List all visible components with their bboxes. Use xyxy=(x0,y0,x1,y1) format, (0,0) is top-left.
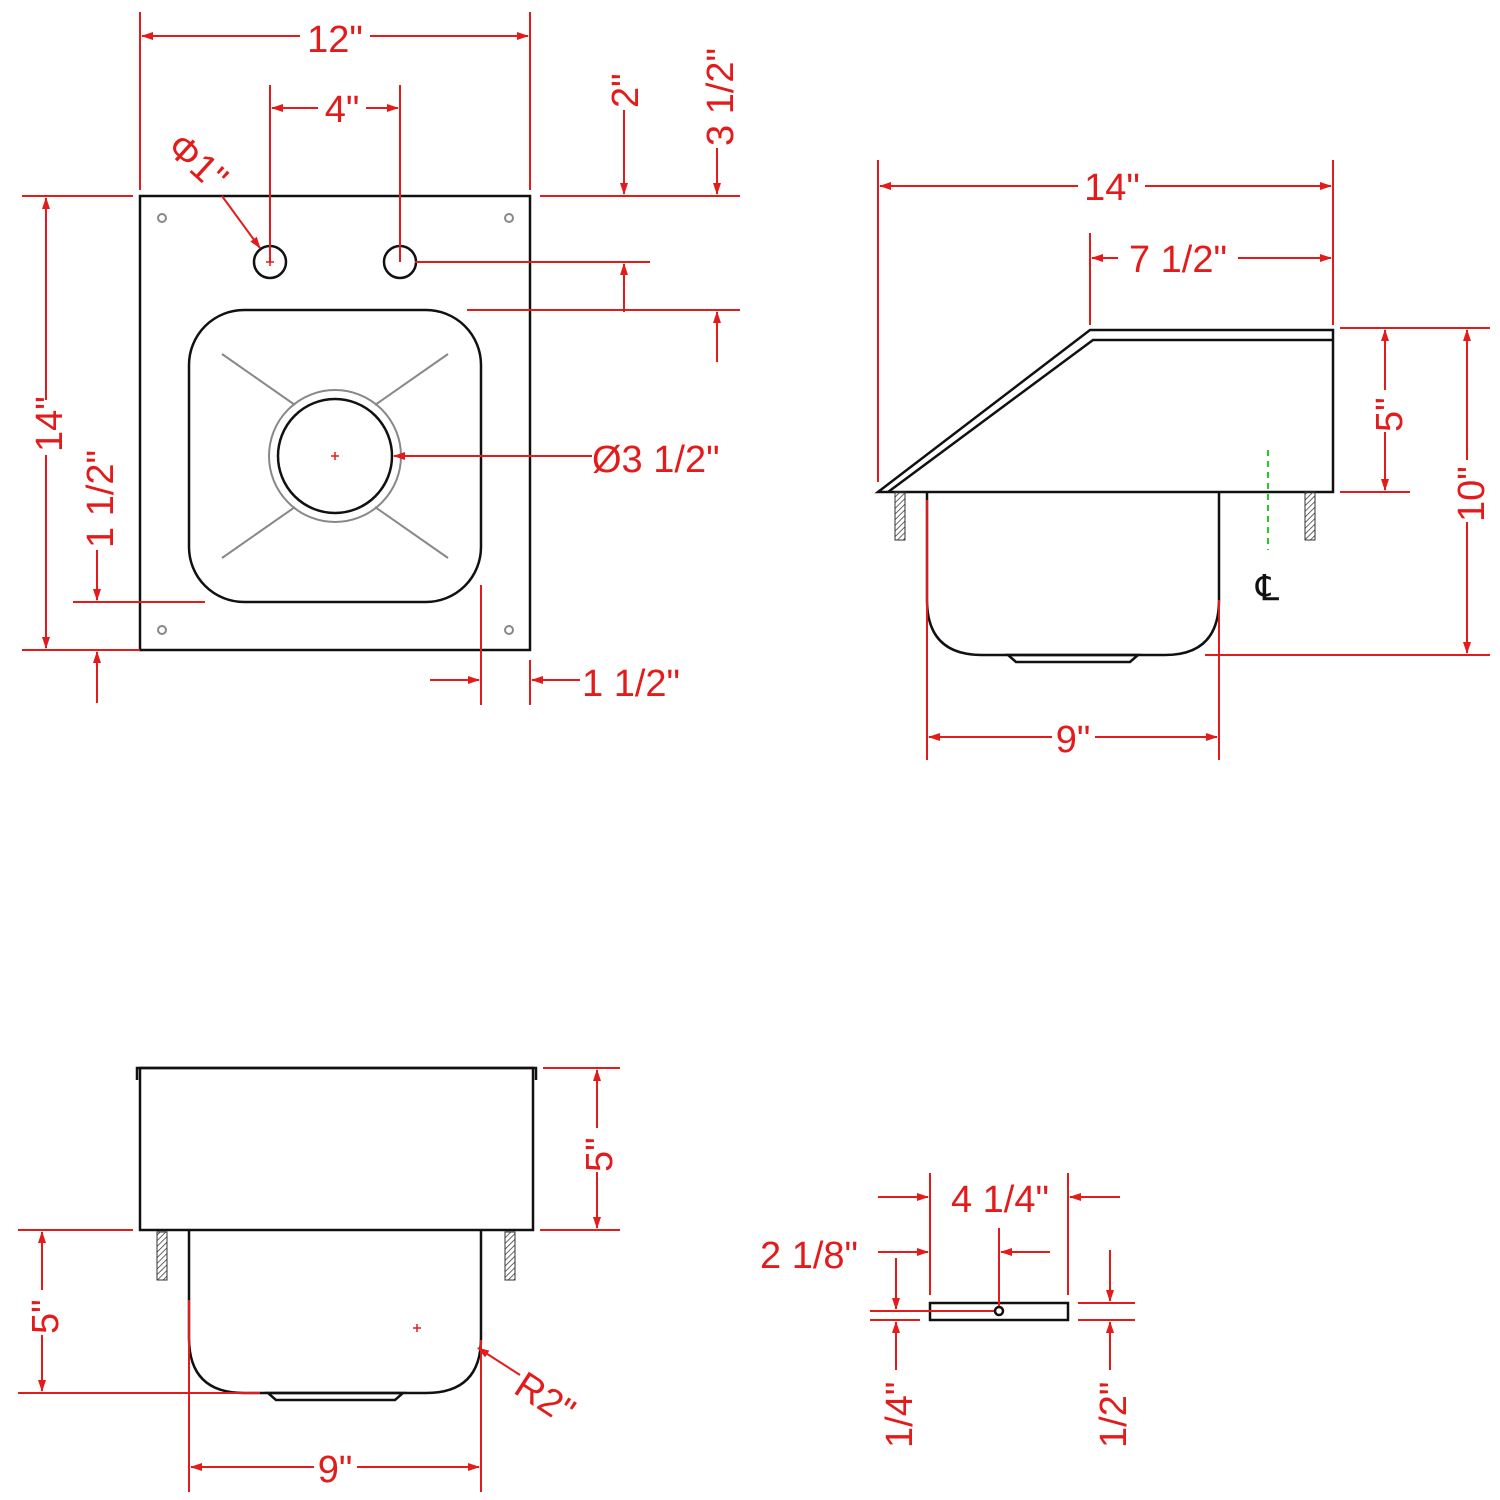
dim-front-bowl-width: 9" xyxy=(318,1449,353,1491)
sink-body-side xyxy=(874,328,1335,494)
dim-faucet-spacing: 4" xyxy=(325,89,360,131)
dim-drain-diameter: Ø3 1/2" xyxy=(592,439,720,481)
dim-hole-height: 1/4" xyxy=(879,1382,921,1448)
centerline-symbol: ℄ xyxy=(1255,567,1279,608)
screw-holes xyxy=(157,213,514,635)
dim-width: 12" xyxy=(307,19,363,61)
bowl-side xyxy=(925,492,1221,657)
dim-top-depth: 7 1/2" xyxy=(1129,239,1227,281)
center-marks xyxy=(266,258,339,460)
drain-front xyxy=(264,1391,407,1402)
dim-side-bowl-width: 9" xyxy=(1056,719,1091,761)
drain-side xyxy=(1004,653,1142,664)
drain-hole xyxy=(276,397,394,515)
dim-section-width: 4 1/4" xyxy=(951,1179,1049,1221)
bowl-slope-lines xyxy=(221,353,449,559)
dim-thickness: 1/2" xyxy=(1093,1382,1135,1448)
dim-depth: 14" xyxy=(29,396,71,452)
dim-backsplash-height: 5" xyxy=(1369,397,1411,432)
dim-overall-height: 10" xyxy=(1451,466,1493,522)
dim-bowl-offset: 3 1/2" xyxy=(700,48,742,146)
mounting-bolt xyxy=(894,491,906,541)
dim-front-backsplash: 5" xyxy=(579,1137,621,1172)
backsplash-front xyxy=(138,1066,535,1232)
section-detail: 4 1/4" 2 1/8" 1/4" 1/2" xyxy=(760,1173,1135,1448)
section-hole xyxy=(993,1305,1005,1317)
mounting-bolt xyxy=(156,1231,168,1281)
dim-hole-offset: 2 1/8" xyxy=(760,1235,858,1277)
side-view: ℄ 14" 7 1/2" 5" 10" 9" xyxy=(874,160,1493,761)
dim-side-margin: 1 1/2" xyxy=(582,663,680,705)
dim-bowl-depth: 5" xyxy=(25,1299,67,1334)
dim-front-margin: 1 1/2" xyxy=(80,450,122,548)
front-view: 5" 5" 9" R2" xyxy=(18,1066,621,1492)
dim-faucet-hole: Φ1" xyxy=(159,125,235,200)
dim-side-depth: 14" xyxy=(1084,167,1140,209)
top-view: 12" 4" Φ1" 2" 3 1/2" Ø3 1/2" 14" 1 1/ xyxy=(22,12,742,705)
mounting-bolt xyxy=(1304,491,1316,541)
mounting-bolt xyxy=(504,1231,516,1281)
bowl-front xyxy=(187,1230,483,1395)
dim-faucet-offset: 2" xyxy=(605,73,647,108)
deck-plate xyxy=(138,194,532,652)
